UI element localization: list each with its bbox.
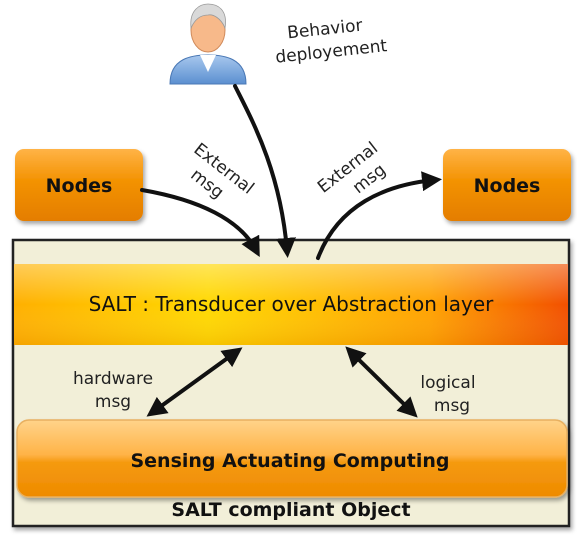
sensing-box: Sensing Actuating Computing — [16, 419, 568, 498]
external-msg-out-arrow — [316, 171, 442, 260]
logical-line2: msg — [434, 396, 470, 416]
logical-line1: logical — [420, 373, 475, 393]
external-msg-right-label: External msg — [314, 138, 390, 198]
logical-msg-label: logical msg — [420, 373, 475, 416]
nodes-left-label: Nodes — [46, 175, 113, 197]
nodes-right-label: Nodes — [474, 175, 541, 197]
salt-transducer-layer: SALT : Transducer over Abstraction layer — [14, 264, 568, 345]
salt-layer-label: SALT : Transducer over Abstraction layer — [89, 292, 495, 316]
behavior-label: Behavior deployement — [274, 16, 388, 68]
nodes-box-right: Nodes — [443, 149, 571, 221]
nodes-box-left: Nodes — [15, 149, 143, 221]
hardware-line1: hardware — [73, 369, 153, 389]
behavior-arrow — [233, 84, 296, 258]
external-msg-left-label: External msg — [186, 139, 257, 202]
hardware-msg-arrow — [146, 347, 243, 417]
user-icon — [169, 3, 247, 85]
sensing-label: Sensing Actuating Computing — [130, 450, 449, 472]
hardware-line2: msg — [95, 392, 131, 412]
hardware-msg-label: hardware msg — [73, 369, 153, 412]
compliant-object-label: SALT compliant Object — [171, 499, 410, 521]
logical-msg-arrow — [345, 346, 418, 418]
arrows — [140, 84, 442, 418]
external-msg-in-arrow — [140, 188, 260, 258]
